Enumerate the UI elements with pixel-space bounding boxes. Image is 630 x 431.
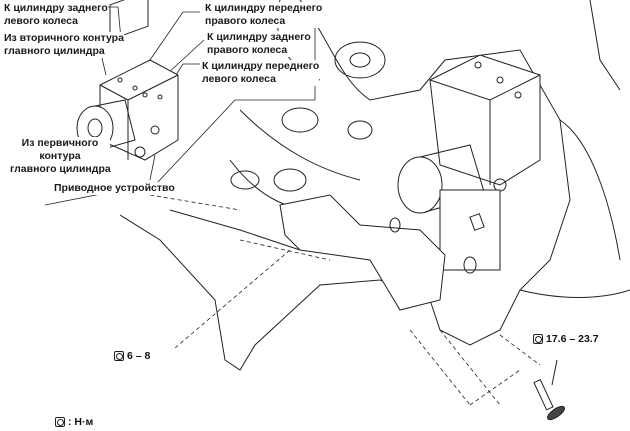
label-line: К цилиндру переднего [205, 2, 323, 14]
label-front-left-wheel: К цилиндру переднего левого колеса [202, 60, 320, 86]
torque-bolt: 17.6 – 23.7 [533, 333, 599, 345]
label-line: левого колеса [4, 15, 78, 27]
torque-value: 17.6 – 23.7 [546, 333, 599, 345]
dashed-guides [149, 194, 541, 406]
label-line: контура [39, 150, 81, 162]
label-line: Из первичного [21, 137, 99, 149]
label-rear-right-wheel: К цилиндру заднего правого колеса [207, 31, 311, 57]
torque-value: 6 – 8 [127, 350, 151, 362]
label-front-right-wheel: К цилиндру переднего правого колеса [205, 2, 323, 28]
label-actuator: Приводное устройство [54, 182, 175, 195]
torque-unit: : Н·м [68, 416, 94, 428]
torque-legend: : Н·м [55, 416, 94, 428]
label-rear-left-wheel: К цилиндру заднего левого колеса [4, 2, 108, 28]
label-primary-circuit: Из первичного контура главного цилиндра [10, 137, 111, 176]
label-line: главного цилиндра [10, 163, 111, 175]
abs-unit-large [397, 54, 541, 271]
body-structure [119, 0, 630, 371]
label-line: левого колеса [202, 73, 276, 85]
mounting-bracket [279, 194, 477, 311]
torque-bracket: 6 – 8 [114, 350, 151, 362]
label-line: К цилиндру переднего [202, 60, 320, 72]
torque-wrench-icon [55, 417, 65, 427]
label-line: правого колеса [205, 15, 286, 27]
label-line: К цилиндру заднего [4, 2, 108, 14]
torque-wrench-icon [114, 351, 124, 361]
label-line: Из вторичного контура [4, 32, 124, 44]
label-line: правого колеса [207, 44, 288, 56]
label-line: К цилиндру заднего [207, 31, 311, 43]
label-secondary-circuit: Из вторичного контура главного цилиндра [4, 32, 124, 58]
torque-wrench-icon [533, 334, 543, 344]
mounting-bolt [533, 359, 566, 421]
label-line: главного цилиндра [4, 45, 105, 57]
